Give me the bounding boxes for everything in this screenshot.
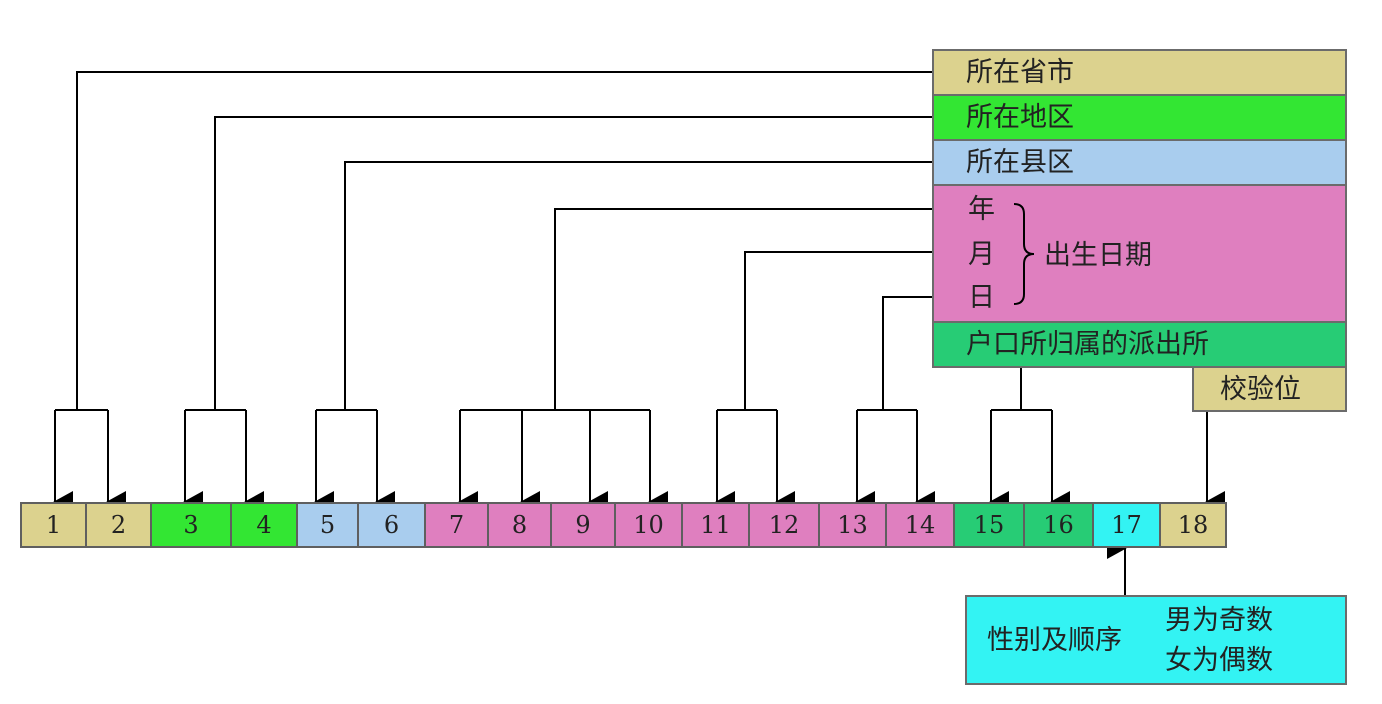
county-label-box: 所在县区 [932, 139, 1347, 186]
year-label: 年 [968, 194, 995, 225]
province-label: 所在省市 [966, 57, 1074, 88]
digit-cell-12: 12 [748, 502, 820, 548]
digit-cell-18: 18 [1159, 502, 1227, 548]
digit-cell-2: 2 [85, 502, 152, 548]
digit-cell-4: 4 [230, 502, 298, 548]
birth-date-box: 年 月 日 出生日期 [932, 184, 1347, 324]
digit-cell-14: 14 [885, 502, 955, 548]
check-digit-label-box: 校验位 [1192, 366, 1347, 412]
month-label: 月 [968, 239, 995, 270]
digit-cell-17: 17 [1092, 502, 1161, 548]
province-label-box: 所在省市 [932, 49, 1347, 96]
check-digit-label: 校验位 [1220, 374, 1301, 405]
police-station-label: 户口所归属的派出所 [966, 329, 1209, 360]
gender-sequence-box: 性别及顺序 男为奇数 女为偶数 [965, 595, 1347, 685]
digit-cell-1: 1 [20, 502, 87, 548]
prefecture-label-box: 所在地区 [932, 94, 1347, 141]
digit-cell-8: 8 [487, 502, 552, 548]
digit-cell-5: 5 [296, 502, 359, 548]
curly-brace [1013, 203, 1035, 305]
county-label: 所在县区 [966, 147, 1074, 178]
prefecture-label: 所在地区 [966, 102, 1074, 133]
digit-cell-16: 16 [1023, 502, 1094, 548]
male-odd-label: 男为奇数 [1165, 605, 1273, 636]
digit-cell-3: 3 [150, 502, 232, 548]
digit-cell-9: 9 [550, 502, 616, 548]
birth-date-label: 出生日期 [1044, 240, 1152, 271]
gender-sequence-label: 性别及顺序 [987, 625, 1122, 656]
digit-cell-7: 7 [424, 502, 489, 548]
digit-cell-10: 10 [614, 502, 683, 548]
digit-cell-6: 6 [357, 502, 426, 548]
female-even-label: 女为偶数 [1165, 645, 1273, 676]
digit-cell-11: 11 [681, 502, 750, 548]
digit-cell-13: 13 [818, 502, 887, 548]
police-station-label-box: 户口所归属的派出所 [932, 321, 1347, 368]
digit-cell-15: 15 [953, 502, 1025, 548]
day-label: 日 [968, 282, 995, 313]
